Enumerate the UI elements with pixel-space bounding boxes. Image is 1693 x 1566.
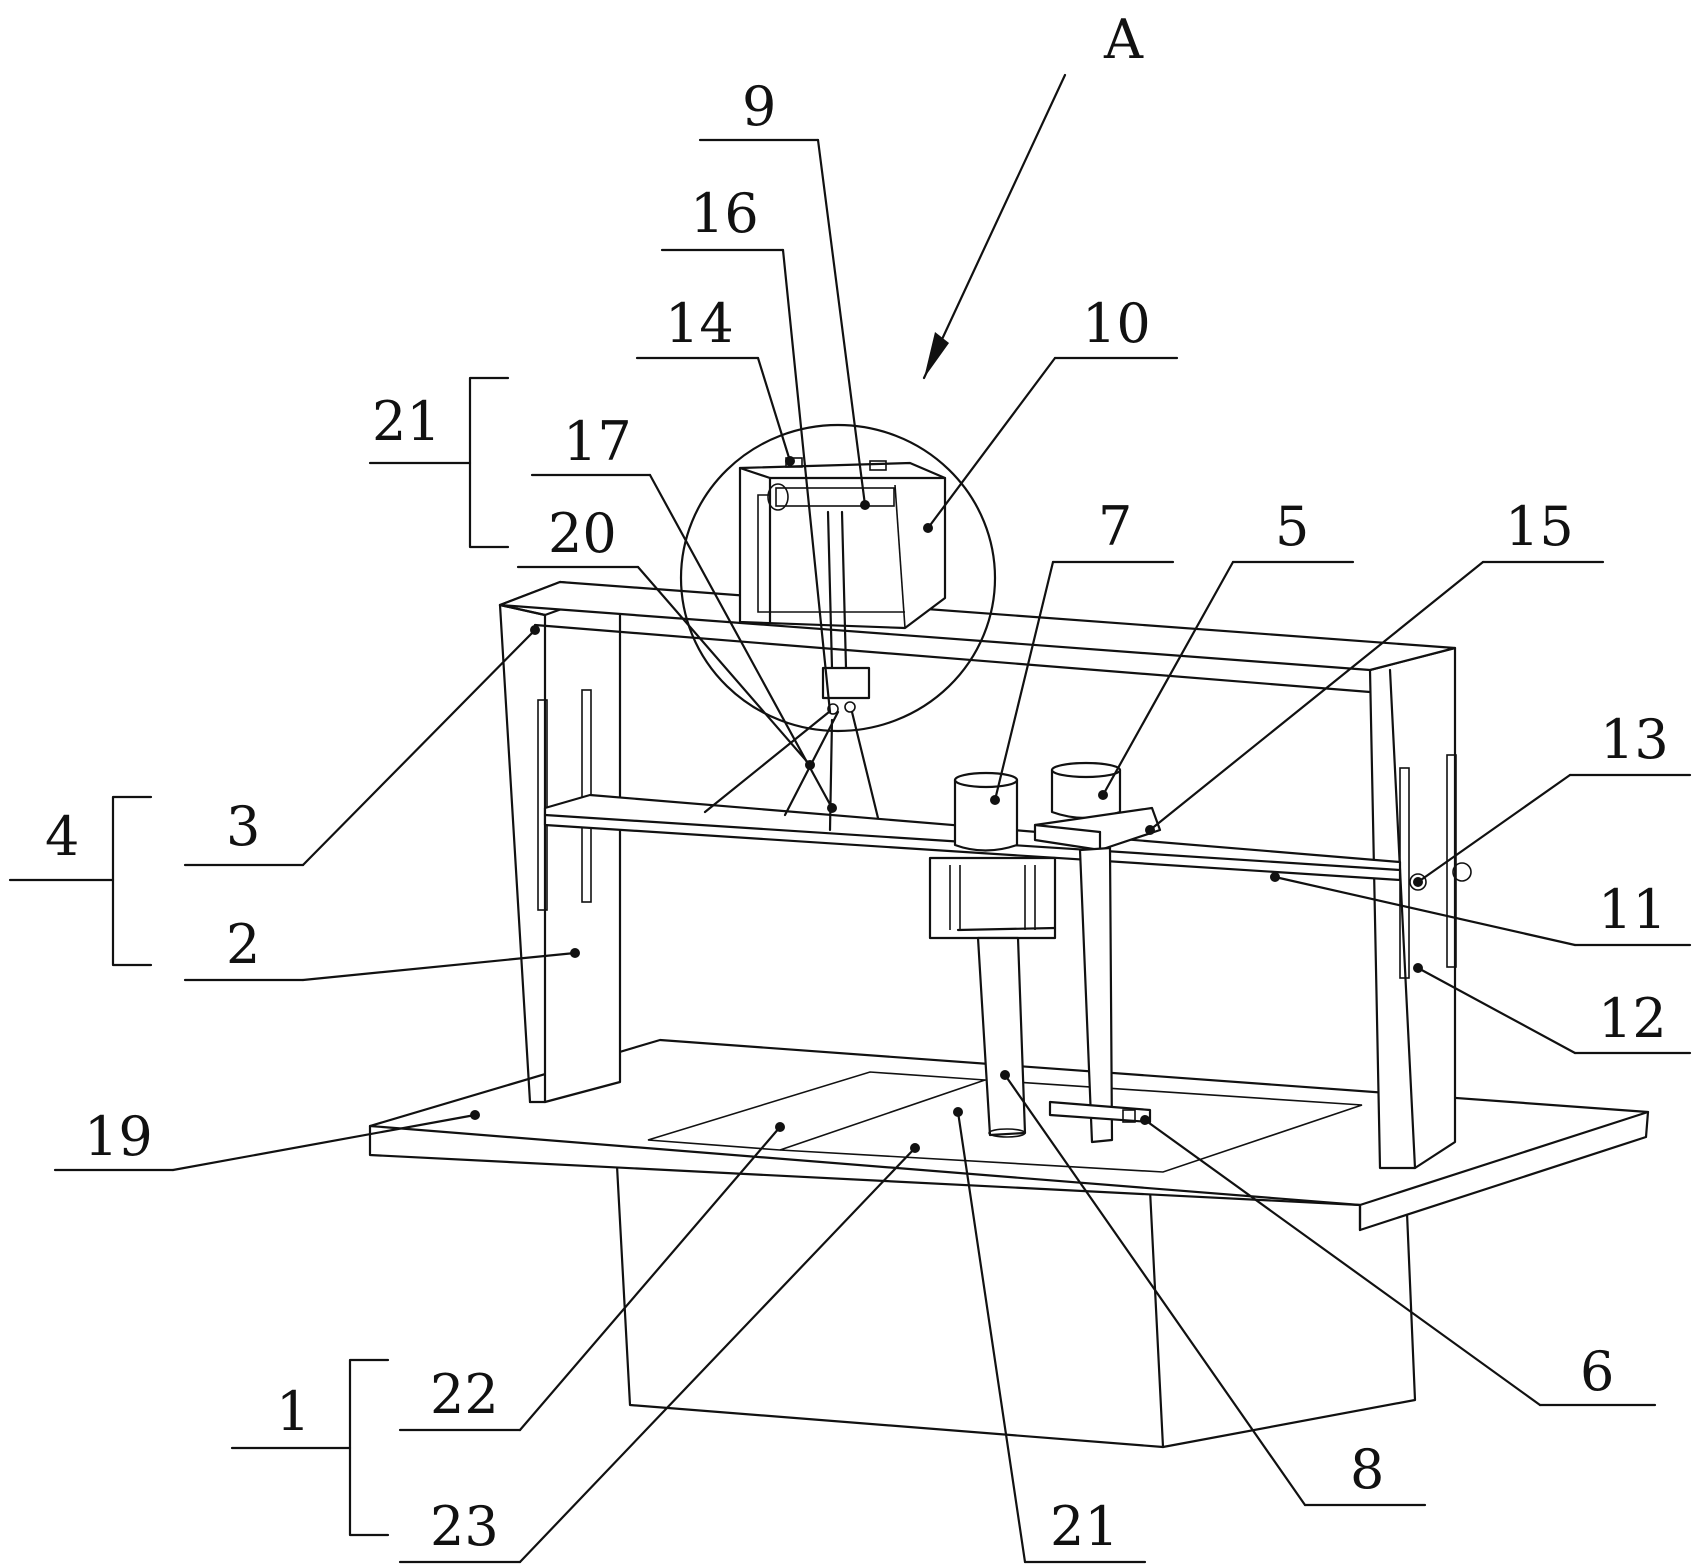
leader-dots bbox=[470, 456, 1423, 1153]
label-10: 10 bbox=[1082, 292, 1151, 355]
top-beam bbox=[498, 580, 1457, 694]
label-13: 13 bbox=[1600, 708, 1669, 771]
label-1: 1 bbox=[276, 1380, 310, 1443]
label-17: 17 bbox=[563, 410, 632, 473]
label-23: 23 bbox=[430, 1495, 499, 1558]
label-21-bottom: 21 bbox=[1050, 1495, 1119, 1558]
label-15: 15 bbox=[1505, 495, 1574, 558]
label-14: 14 bbox=[665, 292, 734, 355]
label-4: 4 bbox=[45, 805, 79, 868]
label-7: 7 bbox=[1098, 495, 1132, 558]
labels: A 9 16 14 10 21 17 20 7 5 15 13 4 3 11 2… bbox=[45, 8, 1669, 1558]
label-view-a: A bbox=[1103, 8, 1144, 71]
label-6: 6 bbox=[1580, 1340, 1614, 1403]
label-19: 19 bbox=[84, 1105, 153, 1168]
detail-circle-a bbox=[679, 423, 997, 733]
left-upright bbox=[498, 580, 622, 1104]
label-20: 20 bbox=[548, 502, 617, 565]
label-22: 22 bbox=[430, 1363, 499, 1426]
leader-lines bbox=[8, 73, 1692, 1564]
label-11: 11 bbox=[1598, 878, 1667, 941]
label-8: 8 bbox=[1350, 1438, 1384, 1501]
label-2: 2 bbox=[226, 913, 260, 976]
base-cabinet bbox=[615, 1164, 1417, 1449]
slider-assembly bbox=[1033, 761, 1162, 1144]
label-9: 9 bbox=[742, 75, 776, 138]
clamp-assembly bbox=[738, 457, 947, 715]
right-upright bbox=[1368, 646, 1472, 1170]
label-16: 16 bbox=[690, 182, 759, 245]
label-21-top: 21 bbox=[372, 390, 441, 453]
label-12: 12 bbox=[1598, 987, 1667, 1050]
label-5: 5 bbox=[1275, 495, 1309, 558]
label-3: 3 bbox=[226, 795, 260, 858]
